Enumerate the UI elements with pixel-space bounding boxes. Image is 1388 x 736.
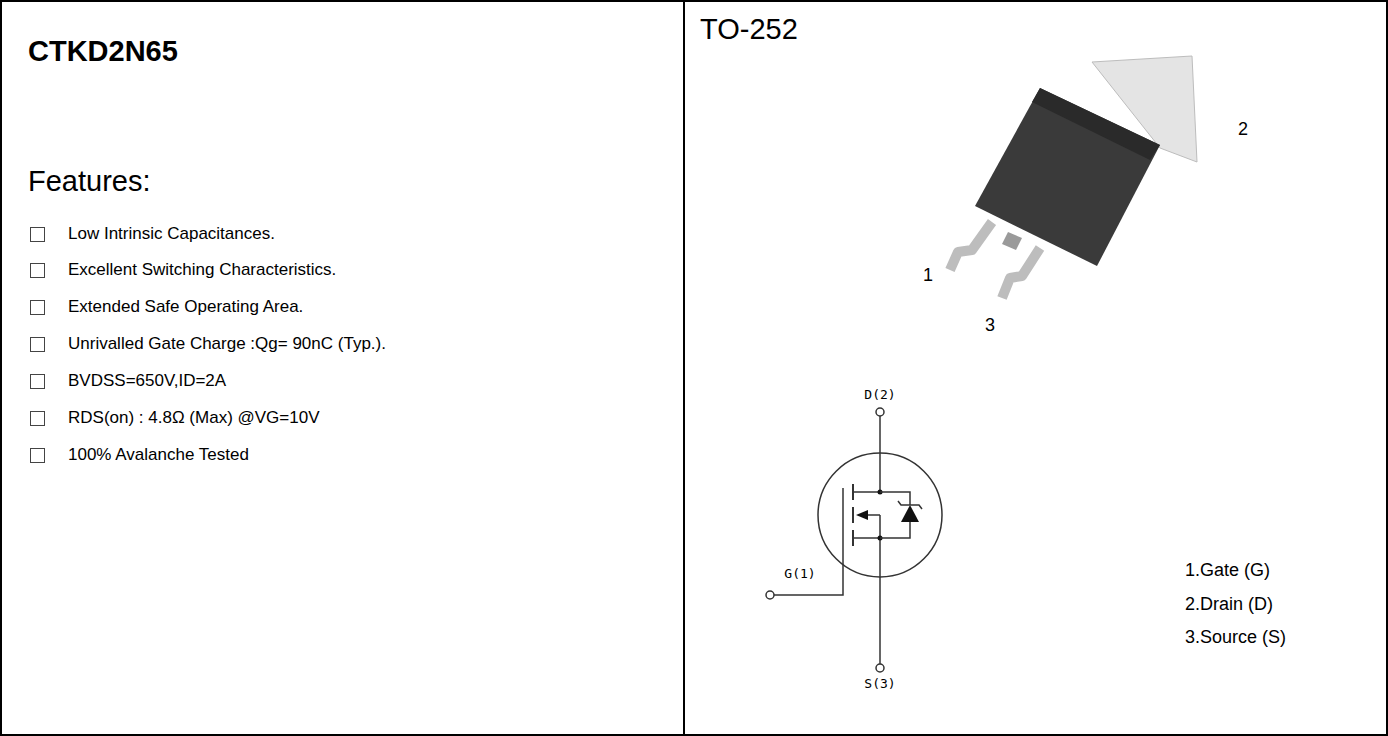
feature-item: Low Intrinsic Capacitances.	[68, 224, 275, 244]
checkbox	[30, 300, 45, 315]
feature-item: 100% Avalanche Tested	[68, 445, 249, 465]
pin-description: 2.Drain (D)	[1185, 594, 1273, 616]
package-name: TO-252	[700, 12, 798, 47]
terminal-label: D(2)	[864, 387, 895, 403]
checkbox	[30, 448, 45, 463]
pin-callout: 2	[1238, 119, 1248, 141]
feature-panel: CTKD2N65Features: Low Intrinsic Capacitan…	[0, 0, 685, 736]
pin-callout: 1	[923, 265, 933, 287]
mosfet-symbol	[766, 408, 942, 672]
checkbox	[30, 263, 45, 278]
checkbox	[30, 374, 45, 389]
feature-item: RDS(on) : 4.8Ω (Max) @VG=10V	[68, 408, 320, 428]
feature-item: Excellent Switching Characteristics.	[68, 260, 336, 280]
pin-description: 1.Gate (G)	[1185, 560, 1270, 582]
checkbox	[30, 227, 45, 242]
part-number: CTKD2N65	[28, 34, 178, 69]
feature-item: Unrivalled Gate Charge :Qg= 90nC (Typ.).	[68, 334, 386, 354]
terminal-label: S(3)	[864, 676, 895, 692]
pin-callout: 3	[985, 315, 995, 337]
feature-item: BVDSS=650V,ID=2A	[68, 371, 226, 391]
package-drawing	[950, 56, 1197, 298]
feature-item: Extended Safe Operating Area.	[68, 297, 303, 317]
terminal-label: G(1)	[784, 566, 815, 582]
checkbox	[30, 411, 45, 426]
pin-description: 3.Source (S)	[1185, 627, 1286, 649]
checkbox	[30, 337, 45, 352]
package-panel: TO-252	[683, 0, 1388, 736]
section-heading: Features:	[28, 164, 151, 199]
